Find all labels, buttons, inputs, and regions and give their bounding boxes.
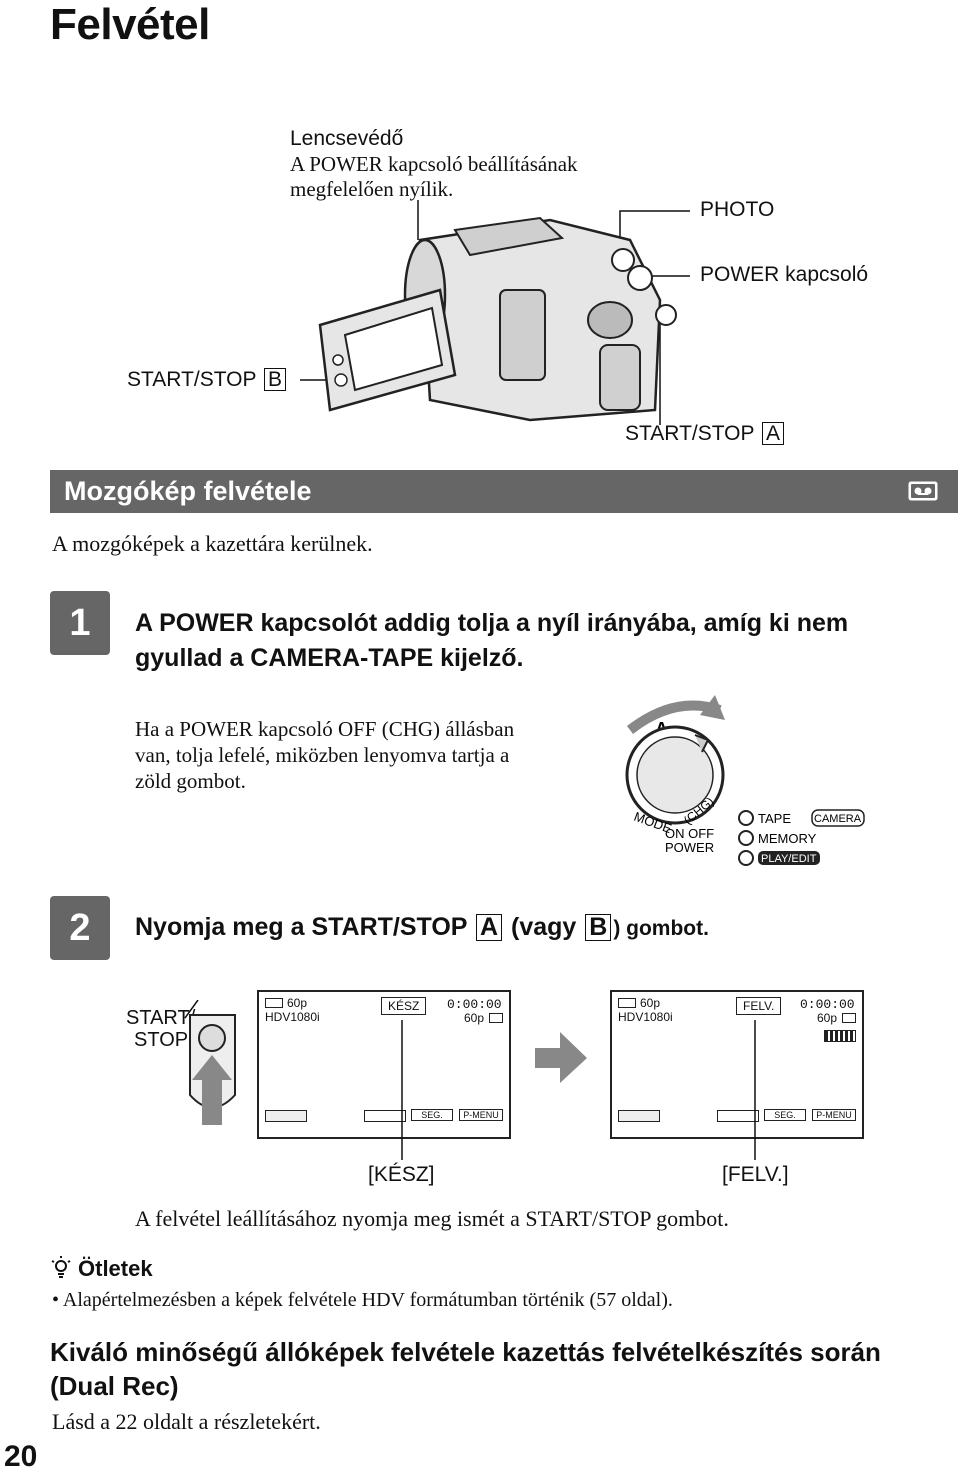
section-title: Mozgókép felvétele (64, 476, 312, 506)
lens-cover-label: Lencsevédő (290, 127, 404, 150)
dual-rec-heading: Kiváló minőségű állóképek felvétele kaze… (50, 1337, 881, 1401)
arrow-right-icon (535, 1032, 587, 1083)
key-b-box: B (585, 914, 612, 941)
tape-menu-button (364, 1110, 406, 1122)
status-badge: FELV. (736, 997, 782, 1015)
tips-heading: Ötletek (50, 1255, 153, 1282)
page-title: Felvétel (50, 0, 210, 49)
dial-on-off-label: ON OFF (665, 826, 714, 841)
dial-memory-label: MEMORY (758, 831, 817, 846)
tape-menu-button (717, 1110, 759, 1122)
dial-power-label: POWER (665, 840, 714, 855)
power-switch-label: POWER kapcsoló (700, 263, 869, 286)
lcd-screen-recording: 60p HDV1080i FELV. 0:00:00 60p SEG. P-ME… (610, 990, 864, 1139)
page-number: 20 (4, 1440, 38, 1473)
step-2-text: Nyomja meg a START/STOP A (vagy B) gombo… (135, 913, 709, 941)
dual-rec-description: Lásd a 22 oldalt a részletekért. (52, 1409, 321, 1434)
photo-label: PHOTO (700, 198, 775, 221)
camcorder-illustration (300, 200, 690, 425)
key-a-box: A (762, 422, 785, 445)
tape-icon (489, 1013, 503, 1023)
lens-cover-desc-2: megfelelően nyílik. (290, 177, 454, 201)
lightbulb-icon (51, 1256, 71, 1278)
tape-cassette-icon (908, 481, 938, 501)
caption-ready: [KÉSZ] (368, 1163, 435, 1186)
power-dial-illustration: A MODE (CHG) ON OFF POWER TAPE MEMORY PL… (625, 695, 865, 866)
key-a-box: A (475, 914, 503, 941)
dial-camera-label: CAMERA (814, 813, 862, 825)
dial-tape-label: TAPE (758, 811, 791, 826)
section-description: A mozgóképek a kazettára kerülnek. (52, 531, 373, 556)
tip-item: • Alapértelmezésben a képek felvétele HD… (52, 1289, 673, 1311)
section-header-bar: Mozgókép felvétele (50, 470, 958, 513)
battery-icon (265, 998, 283, 1008)
step-1-line-2: gyullad a CAMERA-TAPE kijelző. (135, 644, 524, 672)
menu-icon-button (618, 1110, 660, 1122)
start-stop-b-label: START/STOP B (127, 368, 288, 392)
start-stop-button-illustration (184, 1000, 236, 1125)
start-stop-button-label: START/ STOP (126, 1007, 196, 1051)
step-1-note: Ha a POWER kapcsoló OFF (CHG) állásban v… (135, 717, 515, 793)
dial-play-edit-label: PLAY/EDIT (761, 853, 817, 865)
menu-icon-button (265, 1110, 307, 1122)
caption-leader-lines (401, 1020, 756, 1160)
step-1-badge: 1 (50, 591, 110, 655)
tape-remaining-icon (824, 1030, 856, 1042)
start-stop-a-label: START/STOP A (625, 422, 786, 446)
lens-cover-desc-1: A POWER kapcsoló beállításának (290, 152, 578, 176)
step-1-line-1: A POWER kapcsolót addig tolja a nyíl irá… (135, 609, 849, 637)
caption-recording: [FELV.] (722, 1163, 789, 1186)
battery-icon (618, 998, 636, 1008)
step-2-badge: 2 (50, 896, 110, 960)
stop-instruction: A felvétel leállításához nyomja meg ismé… (135, 1206, 729, 1231)
tape-icon (842, 1013, 856, 1023)
key-b-box: B (264, 368, 287, 391)
status-badge: KÉSZ (381, 997, 427, 1015)
lcd-screen-ready: 60p HDV1080i KÉSZ 0:00:00 60p SEG. P-MEN… (257, 990, 511, 1139)
